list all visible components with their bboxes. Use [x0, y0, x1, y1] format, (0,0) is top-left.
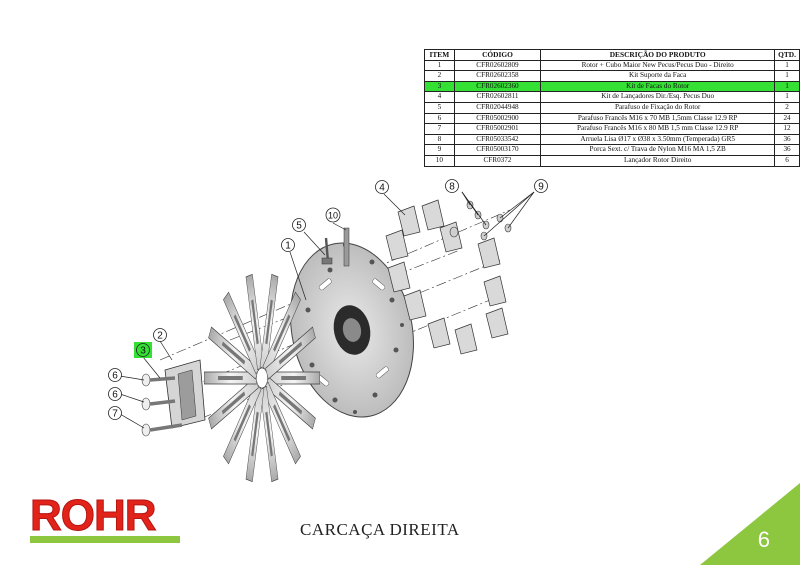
- callout-9: 9: [534, 179, 548, 193]
- logo-underline: [30, 536, 180, 543]
- rotor-blade: [208, 326, 259, 380]
- rotor-blade: [267, 371, 320, 385]
- svg-text:6: 6: [112, 390, 118, 401]
- rotor-blade: [223, 291, 262, 375]
- cell-description: Lançador Rotor Direito: [540, 154, 776, 167]
- svg-text:5: 5: [296, 221, 302, 232]
- callout-8: 8: [445, 179, 459, 193]
- callout-6b: 6: [108, 387, 122, 401]
- rotor-blade: [262, 291, 301, 375]
- rotor-blade: [259, 385, 279, 483]
- svg-text:1: 1: [285, 241, 291, 252]
- svg-text:9: 9: [538, 182, 544, 193]
- logo-text: ROHR: [30, 491, 158, 540]
- rotor-blade: [262, 381, 301, 465]
- cell-qty: 6: [774, 154, 800, 167]
- rotor-blade: [208, 376, 259, 430]
- callout-3: 3: [134, 342, 152, 358]
- svg-text:8: 8: [449, 182, 455, 193]
- callout-7: 7: [108, 406, 122, 420]
- callout-6a: 6: [108, 368, 122, 382]
- page-number: 6: [757, 527, 770, 552]
- svg-text:6: 6: [112, 371, 118, 382]
- rotor-blade: [223, 381, 262, 465]
- page-corner-triangle: [700, 483, 800, 565]
- page-title: CARCAÇA DIREITA: [300, 520, 460, 539]
- knife-holder: [164, 359, 206, 429]
- rotor-blade: [204, 371, 257, 385]
- launcher-rod: [343, 227, 350, 267]
- rotor-blade: [265, 326, 316, 380]
- svg-text:4: 4: [379, 183, 385, 194]
- svg-text:2: 2: [157, 331, 163, 342]
- rotor-blade: [259, 273, 279, 371]
- bolt-set: [141, 373, 183, 437]
- svg-text:7: 7: [112, 409, 118, 420]
- svg-text:10: 10: [328, 211, 338, 221]
- rohr-logo: ROHR: [30, 491, 190, 550]
- callout-2: 2: [153, 328, 167, 342]
- callout-4: 4: [375, 180, 389, 194]
- svg-text:3: 3: [140, 346, 146, 357]
- callout-1: 1: [281, 238, 295, 252]
- rotor-blade: [245, 273, 265, 371]
- blade-assembly: [204, 273, 320, 483]
- rotor-blade: [265, 376, 316, 430]
- rotor-fixing-bolt: [321, 237, 333, 265]
- callout-leaders: [119, 191, 535, 429]
- callout-5: 5: [292, 218, 306, 232]
- rotor-disc: [290, 242, 414, 418]
- rotor-blade: [245, 385, 265, 483]
- callout-10: 10: [325, 207, 341, 223]
